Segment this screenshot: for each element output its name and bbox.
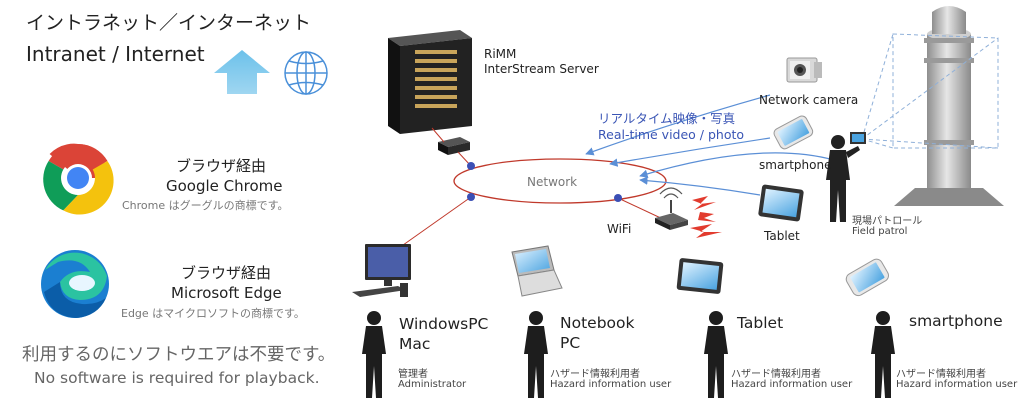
client-device-label-line2: Mac (399, 335, 431, 353)
camera-view-lines (861, 33, 999, 149)
router-icon (438, 137, 470, 155)
tablet-source-icon (758, 184, 804, 222)
client-device-label-line1: Notebook (560, 314, 635, 332)
client-role-en: Hazard information user (731, 379, 853, 390)
chrome-trademark-note: Chrome はグーグルの商標です。 (122, 199, 289, 212)
tablet-user-person-icon (704, 311, 728, 398)
field-patrol-label-jp: 現場パトロール (852, 216, 923, 227)
page-title-en: Intranet / Internet (26, 42, 205, 66)
stream-arrows (585, 94, 835, 196)
smartphone-source-icon (773, 115, 814, 150)
chrome-name: Google Chrome (166, 177, 283, 195)
field-patrol-person-icon (826, 132, 866, 222)
network-label: Network (527, 175, 578, 189)
network-camera-icon (786, 57, 822, 83)
notebook-pc-icon (511, 245, 563, 297)
tablet-client-icon (676, 258, 724, 294)
client-device-label-line1: WindowsPC (399, 315, 489, 333)
field-patrol-label-en: Field patrol (852, 226, 908, 237)
edge-logo-icon (41, 250, 109, 318)
tower-structure-icon (894, 6, 1004, 206)
edge-trademark-note: Edge はマイクロソフトの商標です。 (121, 307, 305, 320)
edge-name: Microsoft Edge (171, 284, 282, 302)
smartphone-user-person-icon (871, 311, 895, 398)
client-role-en: Hazard information user (896, 379, 1018, 390)
server-name-line1: RiMM (484, 47, 517, 61)
page-title-jp: イントラネット／インターネット (26, 12, 312, 34)
client-role-jp: 管理者 (398, 369, 428, 380)
network-camera-label: Network camera (759, 93, 859, 107)
administrator-person-icon (362, 311, 386, 398)
no-software-jp: 利用するのにソフトウエアは不要です。 (22, 345, 336, 365)
client-role-jp: ハザード情報利用者 (731, 369, 821, 380)
upload-arrow-icon (214, 50, 270, 94)
server-rack-icon (388, 30, 472, 134)
tablet-source-label: Tablet (764, 229, 800, 243)
network-ring (453, 158, 667, 204)
stream-label-en: Real-time video / photo (598, 127, 745, 142)
edge-via-label: ブラウザ経由 (181, 264, 272, 282)
network-nodes (467, 162, 622, 202)
client-device-label-line1: smartphone (909, 312, 1003, 330)
stream-label-jp: リアルタイム映像・写真 (598, 111, 736, 126)
notebook-user-person-icon (524, 311, 548, 398)
smartphone-client-icon (845, 258, 889, 297)
client-role-en: Hazard information user (550, 379, 672, 390)
chrome-logo-icon (43, 143, 114, 215)
client-device-label-line2: PC (560, 334, 581, 352)
wifi-label: WiFi (607, 222, 632, 236)
chrome-via-label: ブラウザ経由 (176, 157, 267, 175)
wifi-access-point-icon (655, 187, 688, 230)
wireless-bolt-icon (690, 196, 722, 238)
client-role-jp: ハザード情報利用者 (550, 369, 640, 380)
globe-icon (284, 51, 328, 95)
client-role-jp: ハザード情報利用者 (896, 369, 986, 380)
smartphone-source-label: smartphone (759, 158, 832, 172)
client-role-en: Administrator (398, 379, 467, 390)
desktop-pc-icon (352, 244, 411, 297)
client-device-label-line1: Tablet (737, 314, 784, 332)
no-software-en: No software is required for playback. (34, 369, 320, 387)
server-name-line2: InterStream Server (484, 62, 599, 76)
